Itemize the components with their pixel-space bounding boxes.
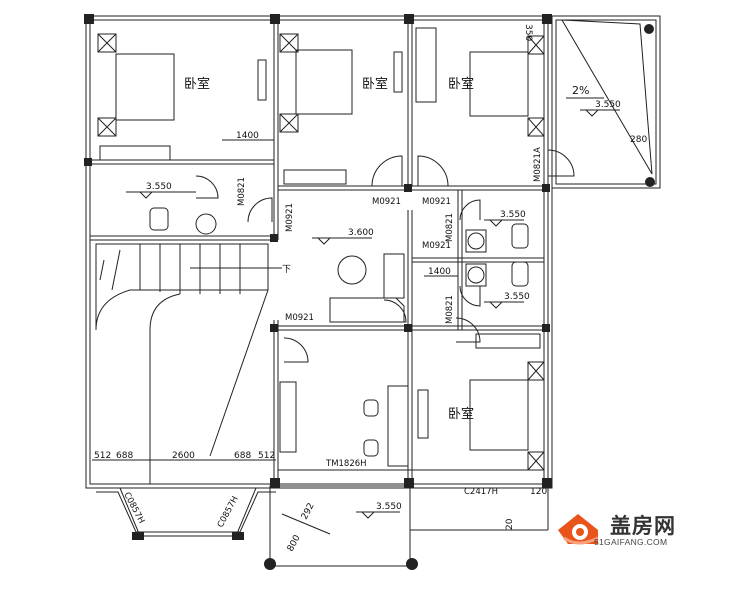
room-label-bedroom-4: 卧室 [448, 406, 474, 422]
outer-wall [85, 15, 553, 489]
window-label: C2417H [464, 487, 498, 497]
level-mark: 3.550 [504, 292, 530, 302]
dimension: 292 [300, 502, 317, 522]
stair [95, 243, 269, 331]
balcony-right-inner [555, 19, 657, 185]
balcony-right [551, 15, 661, 189]
desk [387, 385, 409, 467]
door-label: M0821 [237, 177, 247, 206]
house-logo-icon [558, 514, 599, 545]
dimension: 350 [523, 24, 533, 41]
room-label-bedroom-3: 卧室 [448, 76, 474, 92]
bookshelf [279, 381, 297, 453]
door-label: M0921 [285, 203, 295, 232]
window-label: C0857H [216, 495, 241, 530]
dimension: 1400 [236, 131, 259, 141]
door-label: M0821A [533, 147, 543, 182]
bed [115, 53, 175, 121]
slope-label: 2% [572, 84, 589, 97]
balcony-bottom [269, 485, 411, 567]
room-label-bedroom-1: 卧室 [184, 76, 210, 92]
level-mark: 3.600 [348, 228, 374, 238]
dimension: 688 [234, 451, 251, 461]
room-label-bedroom-2: 卧室 [362, 76, 388, 92]
dimension: 1400 [428, 267, 451, 277]
dimension: 120 [530, 487, 547, 497]
dimension: 512 [94, 451, 111, 461]
dimension: 2600 [172, 451, 195, 461]
door-label: M0921 [422, 241, 451, 251]
level-mark: 3.550 [500, 210, 526, 220]
dimension: 688 [116, 451, 133, 461]
bay-window [92, 487, 280, 537]
dimension: 800 [286, 533, 303, 553]
stair-down-label: 下 [282, 265, 291, 275]
door-swing [195, 175, 219, 199]
brand-watermark: 盖房网 51GAIFANG.COM [554, 508, 714, 552]
outer-wall-inner [89, 19, 549, 485]
door-label: M0921 [372, 197, 401, 207]
dimension: 512 [258, 451, 275, 461]
door-label: M0921 [285, 313, 314, 323]
door-label: M0821 [445, 213, 455, 242]
level-mark: 3.550 [376, 502, 402, 512]
dimension: 280 [630, 135, 647, 145]
level-mark: 3.550 [146, 182, 172, 192]
level-mark: 3.550 [595, 100, 621, 110]
door-label: M0821 [445, 295, 455, 324]
brand-url: 51GAIFANG.COM [594, 537, 668, 547]
dimension: 20 [505, 518, 515, 530]
door-label: M0921 [422, 197, 451, 207]
table [337, 255, 367, 285]
brand-name: 盖房网 [610, 514, 676, 538]
window-label: TM1826H [325, 459, 367, 469]
